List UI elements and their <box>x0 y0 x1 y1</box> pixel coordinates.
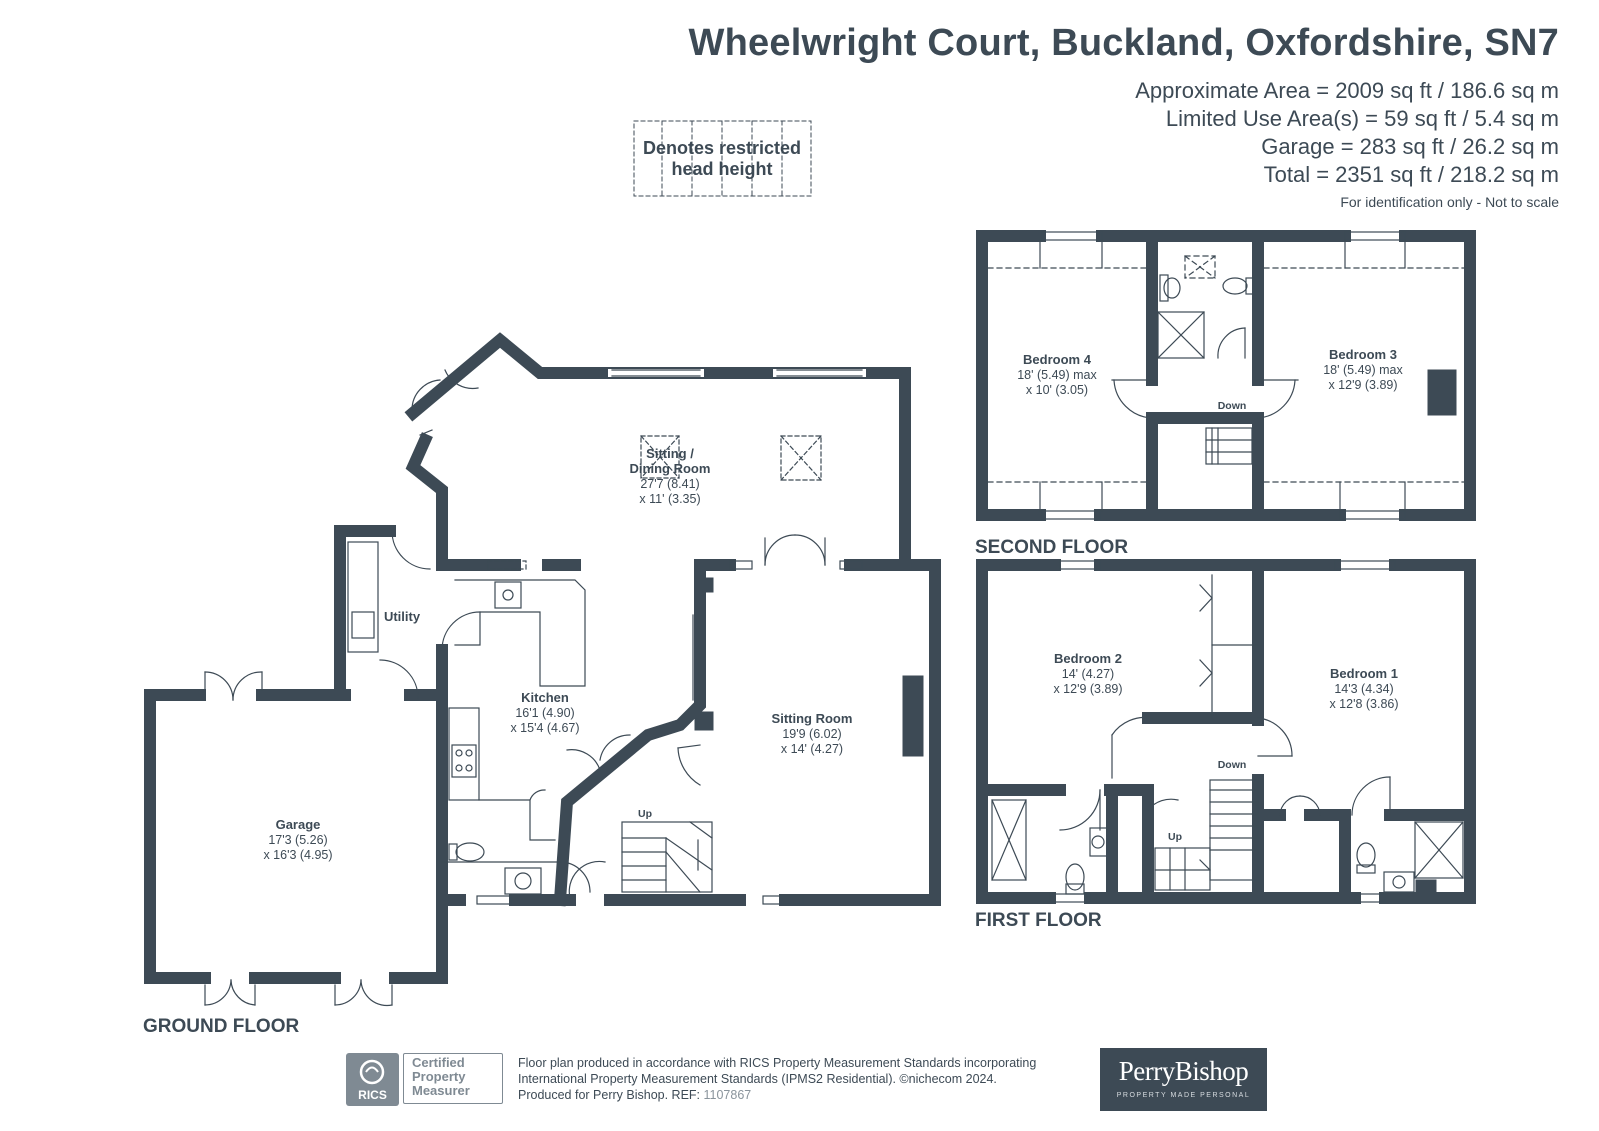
room-utility: Utility <box>384 609 421 624</box>
legend-label-line2: head height <box>671 159 772 179</box>
perry-bishop-logo: PerryBishop PROPERTY MADE PERSONAL <box>1100 1048 1267 1111</box>
svg-text:16'1 (4.90): 16'1 (4.90) <box>515 706 574 720</box>
svg-text:Utility: Utility <box>384 609 421 624</box>
svg-text:18' (5.49) max: 18' (5.49) max <box>1017 368 1097 382</box>
svg-text:17'3 (5.26): 17'3 (5.26) <box>268 833 327 847</box>
first-stairs-up-label: Up <box>1168 831 1182 843</box>
first-stairs-down-label: Down <box>1218 759 1247 771</box>
footer-disclaimer: Floor plan produced in accordance with R… <box>518 1056 1037 1102</box>
reference-number: 1107867 <box>703 1088 752 1102</box>
approximate-area: Approximate Area = 2009 sq ft / 186.6 sq… <box>1135 78 1559 103</box>
svg-text:x 14' (4.27): x 14' (4.27) <box>781 742 843 756</box>
restricted-height-legend <box>633 120 812 197</box>
first-floor-label: FIRST FLOOR <box>975 910 1102 931</box>
page-title: Wheelwright Court, Buckland, Oxfordshire… <box>688 22 1559 64</box>
svg-text:x 12'9 (3.89): x 12'9 (3.89) <box>1053 682 1122 696</box>
svg-text:x 15'4 (4.67): x 15'4 (4.67) <box>510 721 579 735</box>
second-stairs-down-label: Down <box>1218 400 1247 412</box>
ground-floor-details <box>204 369 866 1007</box>
ground-floor-walls <box>144 332 941 984</box>
garage-area: Garage = 283 sq ft / 26.2 sq m <box>1261 134 1559 159</box>
svg-text:14' (4.27): 14' (4.27) <box>1062 667 1114 681</box>
svg-text:Bedroom 3: Bedroom 3 <box>1329 347 1397 362</box>
total-area: Total = 2351 sq ft / 218.2 sq m <box>1263 162 1559 187</box>
svg-text:x 12'8 (3.86): x 12'8 (3.86) <box>1329 697 1398 711</box>
room-kitchen: Kitchen 16'1 (4.90) x 15'4 (4.67) <box>510 690 579 735</box>
room-bedroom-4: Bedroom 4 18' (5.49) max x 10' (3.05) <box>1017 352 1097 397</box>
svg-text:x 16'3 (4.95): x 16'3 (4.95) <box>263 848 332 862</box>
room-garage: Garage 17'3 (5.26) x 16'3 (4.95) <box>263 817 332 862</box>
svg-text:Bedroom 2: Bedroom 2 <box>1054 651 1122 666</box>
ground-floor-label: GROUND FLOOR <box>143 1016 299 1037</box>
svg-text:Dining Room: Dining Room <box>630 461 711 476</box>
svg-text:x 10' (3.05): x 10' (3.05) <box>1026 383 1088 397</box>
svg-text:18' (5.49) max: 18' (5.49) max <box>1323 363 1403 377</box>
rics-emblem-icon <box>359 1059 385 1085</box>
svg-text:27'7 (8.41): 27'7 (8.41) <box>640 477 699 491</box>
svg-text:Garage: Garage <box>276 817 321 832</box>
room-sitting-dining: Sitting / Dining Room 27'7 (8.41) x 11' … <box>630 446 711 506</box>
second-floor-label: SECOND FLOOR <box>975 537 1128 558</box>
svg-text:Sitting /: Sitting / <box>646 446 694 461</box>
rics-badge: RICS Certified Property Measurer <box>346 1053 506 1106</box>
room-bedroom-1: Bedroom 1 14'3 (4.34) x 12'8 (3.86) <box>1329 666 1398 711</box>
identification-note: For identification only - Not to scale <box>1340 194 1559 210</box>
legend-label-line1: Denotes restricted <box>643 138 801 158</box>
room-bedroom-3: Bedroom 3 18' (5.49) max x 12'9 (3.89) <box>1323 347 1403 392</box>
svg-text:Kitchen: Kitchen <box>521 690 569 705</box>
ground-stairs-up-label: Up <box>638 808 652 820</box>
room-bedroom-2: Bedroom 2 14' (4.27) x 12'9 (3.89) <box>1053 651 1122 696</box>
first-floor-details <box>991 560 1464 903</box>
room-sitting-room: Sitting Room 19'9 (6.02) x 14' (4.27) <box>772 711 853 756</box>
first-floor-walls <box>976 559 1476 904</box>
second-floor-walls <box>976 230 1476 521</box>
rics-certified-label: Certified Property Measurer <box>403 1053 503 1104</box>
svg-text:x 12'9 (3.89): x 12'9 (3.89) <box>1328 378 1397 392</box>
svg-text:19'9 (6.02): 19'9 (6.02) <box>782 727 841 741</box>
svg-text:Bedroom 4: Bedroom 4 <box>1023 352 1092 367</box>
svg-text:x 11' (3.35): x 11' (3.35) <box>639 492 700 506</box>
svg-text:Bedroom 1: Bedroom 1 <box>1330 666 1398 681</box>
rics-logo: RICS <box>346 1053 399 1106</box>
svg-text:14'3 (4.34): 14'3 (4.34) <box>1334 682 1393 696</box>
svg-text:Sitting Room: Sitting Room <box>772 711 853 726</box>
second-floor-details <box>987 231 1465 520</box>
limited-use-area: Limited Use Area(s) = 59 sq ft / 5.4 sq … <box>1165 106 1559 131</box>
